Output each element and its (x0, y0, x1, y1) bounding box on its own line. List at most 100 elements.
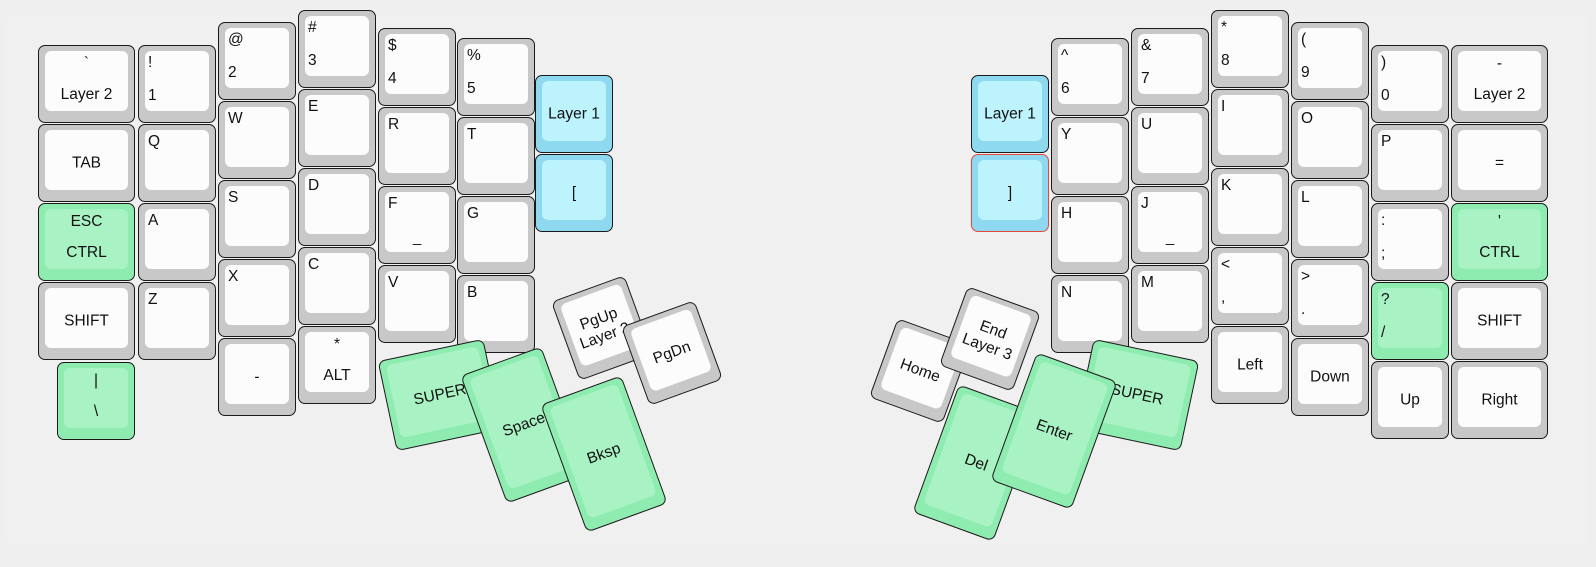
key-cap (1218, 16, 1282, 76)
key-tab[interactable]: TAB (38, 124, 135, 202)
key-shift[interactable]: SHIFT (1451, 282, 1548, 360)
key-cap (1378, 288, 1442, 348)
key-cap (385, 192, 449, 252)
key-z[interactable]: Z (138, 282, 216, 360)
key-q[interactable]: Q (138, 124, 216, 202)
key-up[interactable]: Up (1371, 361, 1449, 439)
key-j[interactable]: J_ (1131, 186, 1209, 264)
key-legend-top: J (1141, 195, 1149, 212)
key-cap (1138, 192, 1202, 252)
key-legend-bottom: ALT (323, 367, 351, 384)
key-left[interactable]: Left (1211, 326, 1289, 404)
key-cap (1378, 209, 1442, 269)
key-3[interactable]: #3 (298, 10, 376, 88)
key-cap (1218, 95, 1282, 155)
key-2[interactable]: @2 (218, 22, 296, 100)
key-legend-top: M (1141, 274, 1154, 291)
key-k[interactable]: K (1211, 168, 1289, 246)
key-cap (225, 265, 289, 325)
key-w[interactable]: W (218, 101, 296, 179)
key-cap (225, 344, 289, 404)
key-legend-top: V (388, 274, 399, 291)
key-legend-bottom: ; (1381, 245, 1386, 262)
key-p[interactable]: P (1371, 124, 1449, 202)
key-down[interactable]: Down (1291, 338, 1369, 416)
key-legend-bottom: 2 (228, 64, 237, 81)
key-cap (464, 281, 528, 341)
key-x[interactable]: X (218, 259, 296, 337)
key-u[interactable]: U (1131, 107, 1209, 185)
key-cap (1458, 288, 1541, 348)
key-m[interactable]: M (1131, 265, 1209, 343)
key-layer-2[interactable]: -Layer 2 (1451, 45, 1548, 123)
homing-bump-indicator: _ (412, 229, 422, 246)
key-cap (385, 113, 449, 173)
key-cap (978, 160, 1042, 220)
key-7[interactable]: &7 (1131, 28, 1209, 106)
key-layer-1[interactable]: Layer 1 (535, 75, 613, 153)
key-cap (1378, 367, 1442, 427)
key-v[interactable]: V (378, 265, 456, 343)
key-f[interactable]: F_ (378, 186, 456, 264)
key-key[interactable]: - (218, 338, 296, 416)
key-cap (542, 81, 606, 141)
key-9[interactable]: (9 (1291, 22, 1369, 100)
key-key[interactable]: = (1451, 124, 1548, 202)
key-5[interactable]: %5 (457, 38, 535, 116)
key-1[interactable]: !1 (138, 45, 216, 123)
key-cap (45, 209, 128, 269)
key-cap (305, 253, 369, 313)
key-key[interactable]: [ (535, 154, 613, 232)
key-cap (1058, 44, 1122, 104)
key-cap (305, 16, 369, 76)
key-cap (1378, 130, 1442, 190)
key-a[interactable]: A (138, 203, 216, 281)
key-legend-top: R (388, 116, 400, 133)
key-cap (464, 44, 528, 104)
key-key[interactable]: |\ (57, 362, 135, 440)
key-cap (1058, 202, 1122, 262)
key-key[interactable]: <, (1211, 247, 1289, 325)
key-cap (145, 51, 209, 111)
key-legend-bottom: 9 (1301, 64, 1310, 81)
key-key[interactable]: >. (1291, 259, 1369, 337)
key-y[interactable]: Y (1051, 117, 1129, 195)
key-alt[interactable]: *ALT (298, 326, 376, 404)
key-ctrl[interactable]: 'CTRL (1451, 203, 1548, 281)
key-legend-bottom: 6 (1061, 80, 1070, 97)
key-g[interactable]: G (457, 196, 535, 274)
key-l[interactable]: L (1291, 180, 1369, 258)
key-cap (305, 332, 369, 392)
key-key[interactable]: :; (1371, 203, 1449, 281)
key-t[interactable]: T (457, 117, 535, 195)
key-layer-2[interactable]: `Layer 2 (38, 45, 135, 123)
key-legend-top: S (228, 189, 239, 206)
key-right[interactable]: Right (1451, 361, 1548, 439)
key-legend-main: - (254, 368, 260, 386)
key-4[interactable]: $4 (378, 28, 456, 106)
key-legend-top: G (467, 205, 480, 222)
key-i[interactable]: I (1211, 89, 1289, 167)
key-0[interactable]: )0 (1371, 45, 1449, 123)
key-c[interactable]: C (298, 247, 376, 325)
key-r[interactable]: R (378, 107, 456, 185)
key-legend-top: ) (1381, 54, 1387, 71)
key-legend-bottom: 3 (308, 52, 317, 69)
key-h[interactable]: H (1051, 196, 1129, 274)
key-legend-main: Down (1310, 368, 1350, 386)
key-6[interactable]: ^6 (1051, 38, 1129, 116)
key-o[interactable]: O (1291, 101, 1369, 179)
key-layer-1[interactable]: Layer 1 (971, 75, 1049, 153)
key-shift[interactable]: SHIFT (38, 282, 135, 360)
key-8[interactable]: *8 (1211, 10, 1289, 88)
key-e[interactable]: E (298, 89, 376, 167)
key-n[interactable]: N (1051, 275, 1129, 353)
key-key[interactable]: ] (971, 154, 1049, 232)
key-legend-bottom: 4 (388, 70, 397, 87)
key-key[interactable]: ?/ (1371, 282, 1449, 360)
key-b[interactable]: B (457, 275, 535, 353)
key-d[interactable]: D (298, 168, 376, 246)
key-s[interactable]: S (218, 180, 296, 258)
